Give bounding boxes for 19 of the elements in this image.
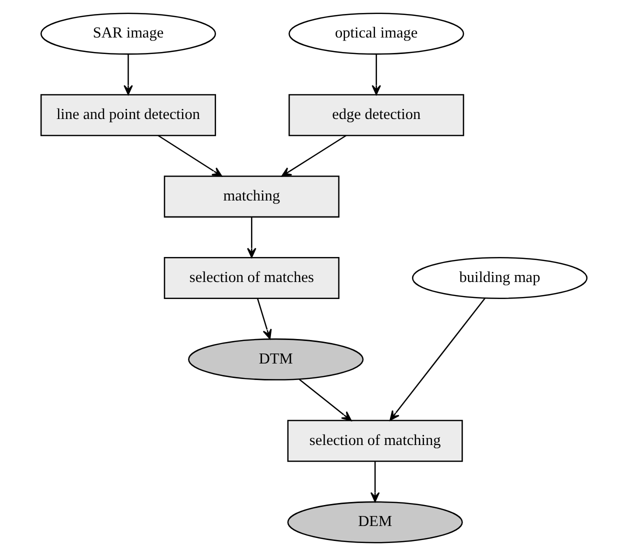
arrow (280, 134, 346, 177)
arrow (389, 298, 485, 421)
node-ellipse: optical image (288, 12, 464, 55)
node-box: selection of matching (286, 420, 462, 462)
node-box: line and point detection (40, 94, 216, 136)
arrow (157, 134, 222, 177)
node-ellipse: DEM (286, 501, 462, 544)
arrow (371, 54, 380, 96)
arrow (246, 216, 256, 258)
node-box: matching (163, 176, 339, 218)
node-ellipse: building map (411, 257, 588, 299)
node-box: selection of matches (163, 257, 339, 299)
arrow (370, 461, 380, 502)
arrow (298, 378, 352, 422)
arrow (123, 54, 132, 96)
node-ellipse: DTM (188, 338, 364, 380)
node-box: edge detection (288, 94, 464, 136)
node-ellipse: SAR image (40, 12, 216, 55)
arrow (256, 298, 272, 340)
